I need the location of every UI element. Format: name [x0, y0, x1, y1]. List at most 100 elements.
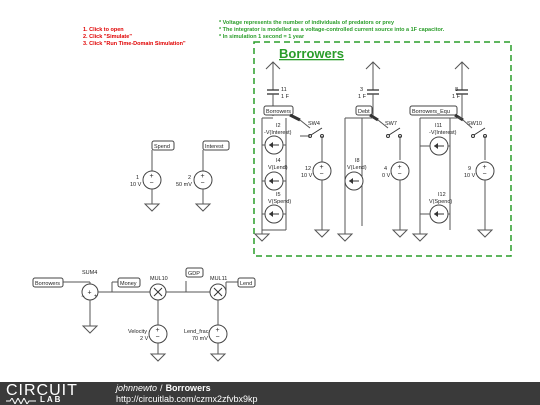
plus-sign: +	[201, 173, 205, 180]
voltage-source-4-name: 4	[384, 166, 387, 172]
net-label-gdp-box[interactable]	[185, 267, 204, 278]
switch-sw7[interactable]	[386, 127, 402, 138]
multiplier-mul10-label: MUL10	[150, 276, 168, 282]
minus-sign: −	[320, 171, 324, 178]
net-label-gdp: GDP	[188, 271, 200, 277]
minus-sign: −	[150, 180, 154, 187]
plus-sign: +	[156, 327, 160, 334]
supply-2-icon	[365, 61, 381, 75]
net-label-lend-box[interactable]	[237, 277, 256, 288]
current-source-i8-expr: V(Lend)	[347, 165, 367, 171]
circuitlab-logo-sub: LAB	[40, 395, 63, 404]
net-label-interest: Interest	[205, 144, 224, 150]
current-source-i12-name: I12	[438, 192, 446, 198]
minus-sign: −	[201, 180, 205, 187]
ground-icon	[254, 229, 270, 242]
current-source-i11-expr: -V(Interest)	[429, 130, 457, 136]
voltage-source-9-name: 9	[468, 166, 471, 172]
net-label-lend: Lend	[240, 281, 252, 287]
capacitor-11-name: 11	[281, 87, 287, 93]
footer-separator: /	[160, 383, 163, 393]
plus-sign: +	[320, 164, 324, 171]
switch-sw10[interactable]	[471, 127, 487, 138]
instruction-step-1: 1. Click to open	[83, 27, 124, 33]
switch-sw4-label: SW4	[308, 121, 320, 127]
voltage-source-spend-name: 1	[136, 175, 139, 181]
net-label-borrowers: Borrowers	[266, 109, 291, 115]
note-1: * Voltage represents the number of indiv…	[219, 20, 395, 26]
net-label-chain-borrowers: Borrowers	[35, 281, 60, 287]
instruction-step-3: 3. Click "Run Time-Domain Simulation"	[83, 41, 186, 47]
ground-icon	[392, 225, 408, 238]
current-source-i4[interactable]	[264, 171, 284, 191]
ground-icon	[195, 199, 211, 212]
current-source-i4-name: I4	[276, 158, 281, 164]
voltage-source-9-value: 10 V	[464, 173, 476, 179]
current-source-i12[interactable]	[429, 204, 449, 224]
footer-bar: CIRCUIT LAB johnnewto/Borrowers http://c…	[0, 382, 540, 405]
sum-block-plus-2: +	[94, 294, 98, 300]
ground-icon	[337, 229, 353, 242]
capacitor-3-value: 1 F	[358, 94, 367, 100]
current-source-i2-name: I2	[276, 123, 281, 129]
voltage-source-lend-frac-value: 70 mV	[192, 336, 208, 342]
current-source-i2-expr: -V(Interest)	[264, 130, 292, 136]
multiplier-mul10[interactable]	[149, 283, 167, 301]
ground-icon	[210, 349, 226, 362]
net-label-borrowers-box[interactable]	[263, 105, 294, 116]
net-label-borrowers-equ-box[interactable]	[409, 105, 458, 116]
sum-block-label: SUM4	[82, 270, 97, 276]
current-source-i8[interactable]	[344, 171, 364, 191]
subcircuit-title: Borrowers	[279, 46, 344, 61]
capacitor-11-value: 1 F	[281, 94, 290, 100]
circuit-title: Borrowers	[165, 383, 211, 393]
voltage-source-4-value: 0 V	[382, 173, 391, 179]
net-label-money: Money	[120, 281, 137, 287]
switch-sw7-label: SW7	[385, 121, 397, 127]
instruction-step-2: 2. Click "Simulate"	[83, 34, 132, 40]
minus-sign: −	[156, 334, 160, 341]
net-label-interest-box[interactable]	[202, 140, 230, 151]
current-source-i2[interactable]	[264, 135, 284, 155]
voltage-source-12-value: 10 V	[301, 173, 313, 179]
current-source-i5[interactable]	[264, 204, 284, 224]
circuit-url-link[interactable]: http://circuitlab.com/czmx2zfvbx9kp	[116, 394, 258, 404]
current-source-i5-expr: V(Spend)	[268, 199, 291, 205]
voltage-source-interest-name: 2	[188, 175, 191, 181]
net-label-debt-box[interactable]	[355, 105, 373, 116]
net-label-spend-box[interactable]	[151, 140, 175, 151]
supply-3-icon	[454, 61, 470, 75]
current-source-i11[interactable]	[429, 136, 449, 156]
ground-icon	[314, 225, 330, 238]
switch-sw10-label: SW10	[467, 121, 482, 127]
subcircuit-box	[253, 41, 512, 257]
minus-sign: −	[483, 171, 487, 178]
multiplier-mul11-label: MUL11	[210, 276, 227, 282]
net-label-borrowers-equ: Borrowers_Equ	[412, 109, 450, 115]
capacitor-3-name: 3	[360, 87, 363, 93]
switch-sw4[interactable]	[308, 127, 324, 138]
capacitor-8-value: 1 F	[452, 94, 461, 100]
plus-sign: +	[483, 164, 487, 171]
voltage-source-lend-frac-name: Lend_frac	[184, 329, 209, 335]
capacitor-11[interactable]	[266, 81, 280, 103]
current-source-i11-name: I11	[435, 123, 442, 129]
ground-icon	[144, 199, 160, 212]
capacitor-3[interactable]	[366, 81, 380, 103]
sum-block-minus: −	[81, 294, 85, 300]
voltage-source-velocity-name: Velocity	[128, 329, 147, 335]
schematic-canvas: 1. Click to open 2. Click "Simulate" 3. …	[32, 20, 512, 362]
current-source-i12-expr: V(Spend)	[429, 199, 452, 205]
ground-icon	[82, 321, 98, 334]
note-2: * The integrator is modelled as a voltag…	[219, 27, 445, 33]
logo-wave-icon	[6, 398, 36, 404]
current-source-i4-expr: V(Lend)	[268, 165, 288, 171]
author-link[interactable]: johnnewto	[116, 383, 158, 393]
multiplier-mul11[interactable]	[209, 283, 227, 301]
capacitor-8-name: 8	[455, 87, 458, 93]
circuitlab-logo[interactable]: CIRCUIT	[6, 382, 78, 399]
plus-sign: +	[216, 327, 220, 334]
plus-sign: +	[398, 164, 402, 171]
sum-block-plus: +	[88, 290, 92, 297]
ground-icon	[150, 349, 166, 362]
